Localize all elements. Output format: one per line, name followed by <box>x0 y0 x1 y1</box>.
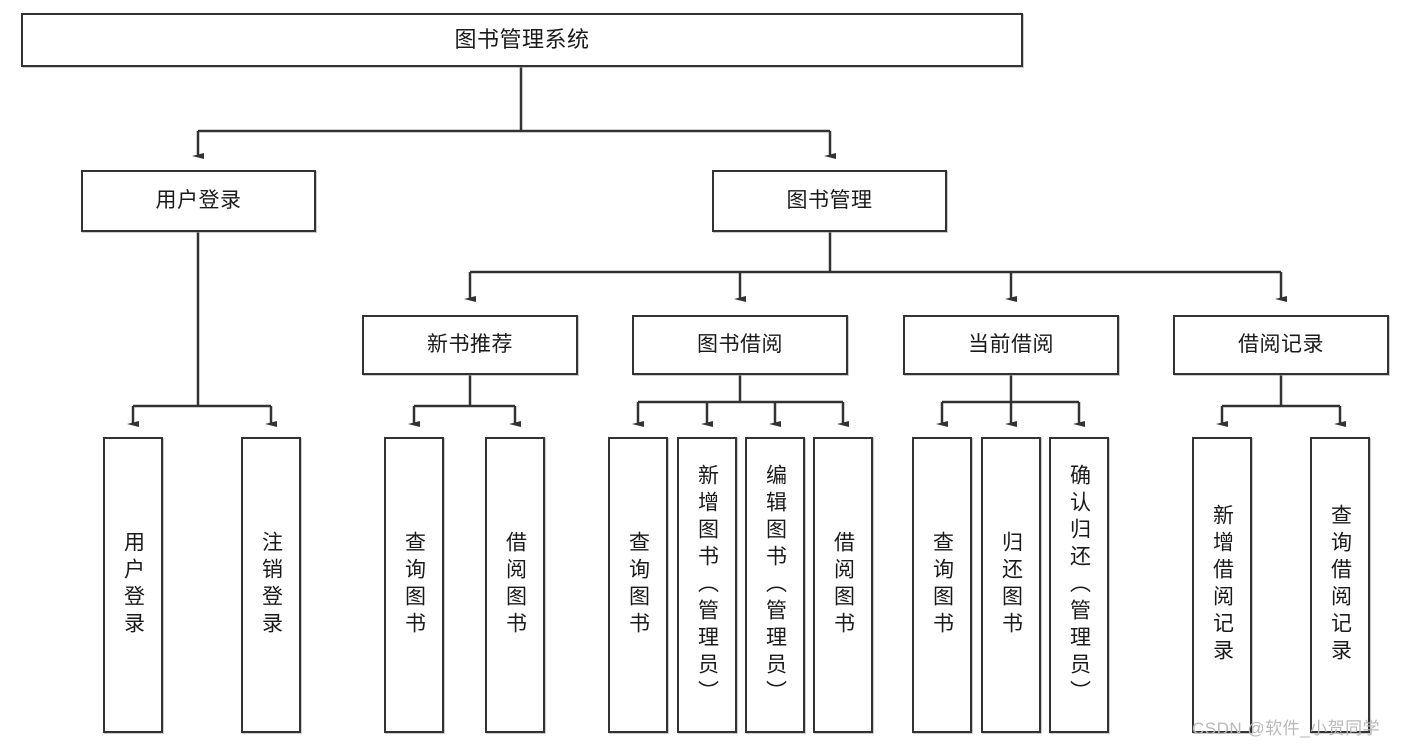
node-label: 新增借阅记录 <box>1210 504 1234 666</box>
node-label: 查询图书 <box>626 531 650 639</box>
node-borrow-record[interactable]: 借阅记录 <box>1173 315 1389 375</box>
node-label: 图书管理 <box>786 188 873 212</box>
node-label: 借阅图书 <box>503 531 527 639</box>
node-label: 图书借阅 <box>697 332 783 356</box>
node-label: 用户登录 <box>155 188 242 212</box>
node-label: 编辑图书（管理员） <box>763 463 787 707</box>
leaf-edit-book-admin[interactable]: 编辑图书（管理员） <box>745 437 805 733</box>
node-label: 确认归还（管理员） <box>1067 463 1091 707</box>
node-user-login[interactable]: 用户登录 <box>81 170 316 232</box>
node-label: 新增图书（管理员） <box>695 463 719 707</box>
node-book-borrow[interactable]: 图书借阅 <box>632 315 848 375</box>
leaf-return-book[interactable]: 归还图书 <box>981 437 1041 733</box>
node-label: 查询借阅记录 <box>1328 504 1352 666</box>
watermark: CSDN @软件_小贺同学 <box>1192 719 1381 738</box>
node-current-borrow[interactable]: 当前借阅 <box>903 315 1119 375</box>
leaf-add-book-admin[interactable]: 新增图书（管理员） <box>677 437 737 733</box>
node-book-management[interactable]: 图书管理 <box>712 170 947 232</box>
leaf-add-borrow-record[interactable]: 新增借阅记录 <box>1192 437 1252 733</box>
leaf-query-borrow-record[interactable]: 查询借阅记录 <box>1310 437 1370 733</box>
node-label: 图书管理系统 <box>454 27 590 53</box>
node-label: 归还图书 <box>999 531 1023 639</box>
node-label: 借阅记录 <box>1238 332 1324 356</box>
leaf-query-book-borrow[interactable]: 查询图书 <box>608 437 668 733</box>
node-root-book-management-system[interactable]: 图书管理系统 <box>21 13 1023 67</box>
node-label: 查询图书 <box>402 531 426 639</box>
node-label: 查询图书 <box>930 531 954 639</box>
node-label: 注销登录 <box>259 531 283 639</box>
node-new-book-recommend[interactable]: 新书推荐 <box>362 315 578 375</box>
leaf-borrow-book-recommend[interactable]: 借阅图书 <box>485 437 545 733</box>
node-label: 新书推荐 <box>427 332 513 356</box>
node-label: 当前借阅 <box>968 332 1054 356</box>
leaf-query-book-current[interactable]: 查询图书 <box>912 437 972 733</box>
node-label: 借阅图书 <box>831 531 855 639</box>
leaf-query-book-recommend[interactable]: 查询图书 <box>384 437 444 733</box>
node-label: 用户登录 <box>121 531 145 639</box>
leaf-borrow-book[interactable]: 借阅图书 <box>813 437 873 733</box>
leaf-logout-login[interactable]: 注销登录 <box>241 437 301 733</box>
leaf-confirm-return-admin[interactable]: 确认归还（管理员） <box>1049 437 1109 733</box>
leaf-user-login[interactable]: 用户登录 <box>103 437 163 733</box>
